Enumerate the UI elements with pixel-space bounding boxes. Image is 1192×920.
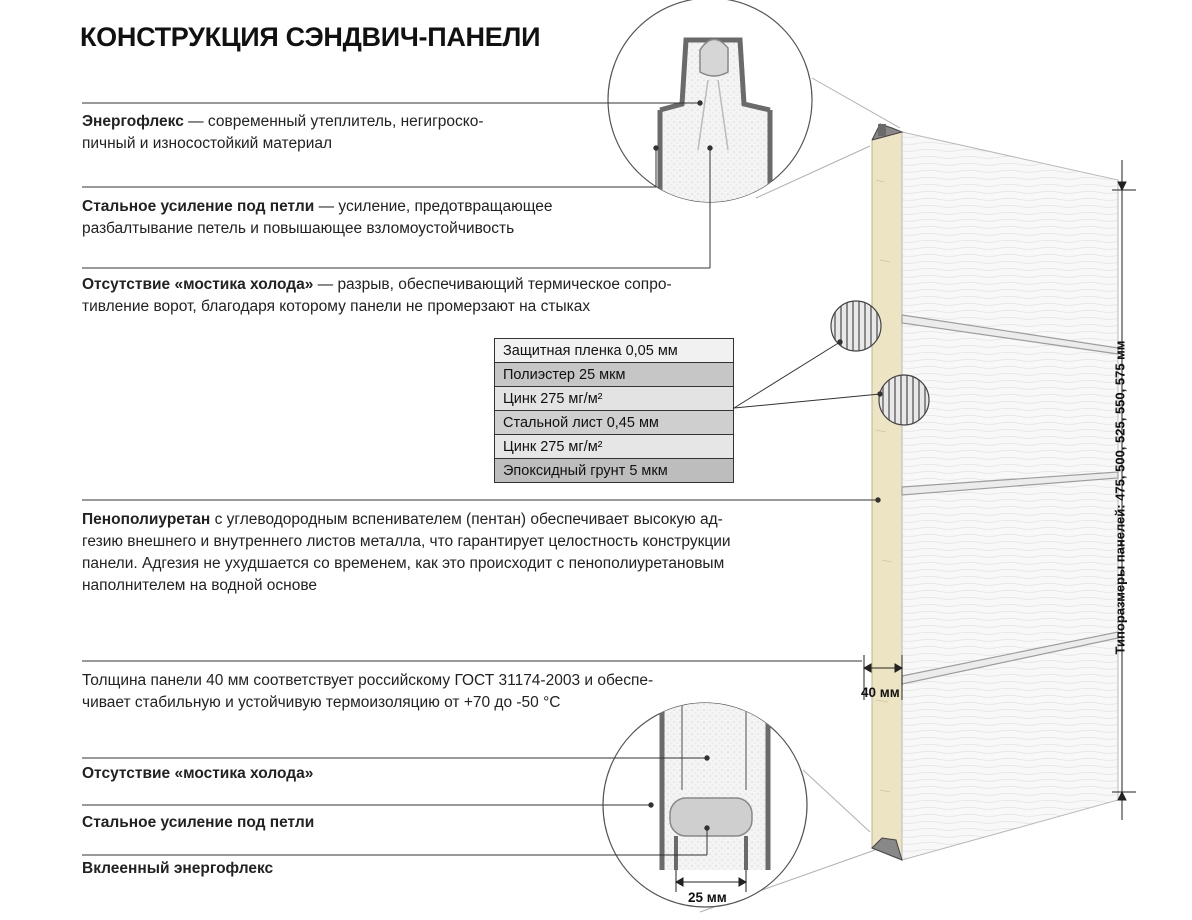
label-steel-reinforcement: Стальное усиление под петли xyxy=(82,814,315,831)
layer-cell: Цинк 275 мг/м² xyxy=(494,386,734,411)
energoflex-line2: пичный и износостойкий материал xyxy=(82,135,333,152)
layer-cell: Стальной лист 0,45 мм xyxy=(494,410,734,435)
energoflex-bold: Энергофлекс xyxy=(82,113,184,130)
dimension-label-25mm: 25 мм xyxy=(688,890,727,905)
layer-row: Полиэстер 25 мкм xyxy=(494,362,734,387)
label-cold-bridge: Отсутствие «мостика холода» xyxy=(82,765,314,782)
dimension-25mm xyxy=(674,870,748,892)
layer-row: Защитная пленка 0,05 мм xyxy=(494,338,734,363)
layer-row: Цинк 275 мг/м² xyxy=(494,386,734,411)
layer-cell: Защитная пленка 0,05 мм xyxy=(494,338,734,363)
coating-layers-table: Защитная пленка 0,05 мм Полиэстер 25 мкм… xyxy=(494,338,734,483)
top-joint-magnifier xyxy=(607,0,813,203)
layer-cell: Полиэстер 25 мкм xyxy=(494,362,734,387)
polyurethane-bold: Пенополиуретан xyxy=(82,511,211,528)
steel-bold: Стальное усиление под петли xyxy=(82,198,315,215)
cold-bridge-line2: тивление ворот, благодаря которому панел… xyxy=(82,298,591,315)
leader-lines xyxy=(82,100,883,856)
cold-bridge-description: Отсутствие «мостика холода» — разрыв, об… xyxy=(82,274,802,318)
sandwich-panel xyxy=(871,123,1119,861)
layer-row: Эпоксидный грунт 5 мкм xyxy=(494,458,734,483)
layer-row: Стальной лист 0,45 мм xyxy=(494,410,734,435)
bottom-joint-magnifier xyxy=(602,702,808,908)
thickness-line2: чивает стабильную и устойчивую термоизол… xyxy=(82,694,561,711)
polyurethane-line3: панели. Адгезия не ухудшается со времене… xyxy=(82,555,725,572)
polyurethane-line4: наполнителем на водной основе xyxy=(82,577,318,594)
cold-bridge-bold: Отсутствие «мостика холода» xyxy=(82,276,314,293)
layer-cell: Эпоксидный грунт 5 мкм xyxy=(494,458,734,483)
dimension-40mm xyxy=(862,655,904,700)
dimension-label-panel-sizes: Типоразмеры панелей: 475, 500, 525, 550,… xyxy=(1112,340,1128,655)
steel-reinforcement-description: Стальное усиление под петли — усиление, … xyxy=(82,196,682,240)
dimension-label-40mm: 40 мм xyxy=(861,685,900,700)
dimension-panel-height xyxy=(1112,160,1136,820)
energoflex-description: Энергофлекс — современный утеплитель, не… xyxy=(82,111,602,155)
layer-row: Цинк 275 мг/м² xyxy=(494,434,734,459)
material-magnifier-2 xyxy=(878,374,930,426)
layer-cell: Цинк 275 мг/м² xyxy=(494,434,734,459)
page-title: КОНСТРУКЦИЯ СЭНДВИЧ-ПАНЕЛИ xyxy=(80,22,541,52)
energoflex-line1: — современный утеплитель, негигроско- xyxy=(183,113,484,130)
cold-bridge-line1: — разрыв, обеспечивающий термическое соп… xyxy=(313,276,672,293)
thickness-line1: Толщина панели 40 мм соответствует росси… xyxy=(82,672,654,689)
polyurethane-line2: гезию внешнего и внутреннего листов мета… xyxy=(82,533,731,550)
thickness-description: Толщина панели 40 мм соответствует росси… xyxy=(82,670,802,714)
polyurethane-description: Пенополиуретан с углеводородным вспенива… xyxy=(82,509,842,597)
polyurethane-line1: с углеводородным вспенивателем (пентан) … xyxy=(210,511,723,528)
steel-line2: разбалтывание петель и повышающее взломо… xyxy=(82,220,515,237)
label-glued-energoflex: Вклеенный энергофлекс xyxy=(82,860,274,877)
steel-line1: — усиление, предотвращающее xyxy=(314,198,553,215)
